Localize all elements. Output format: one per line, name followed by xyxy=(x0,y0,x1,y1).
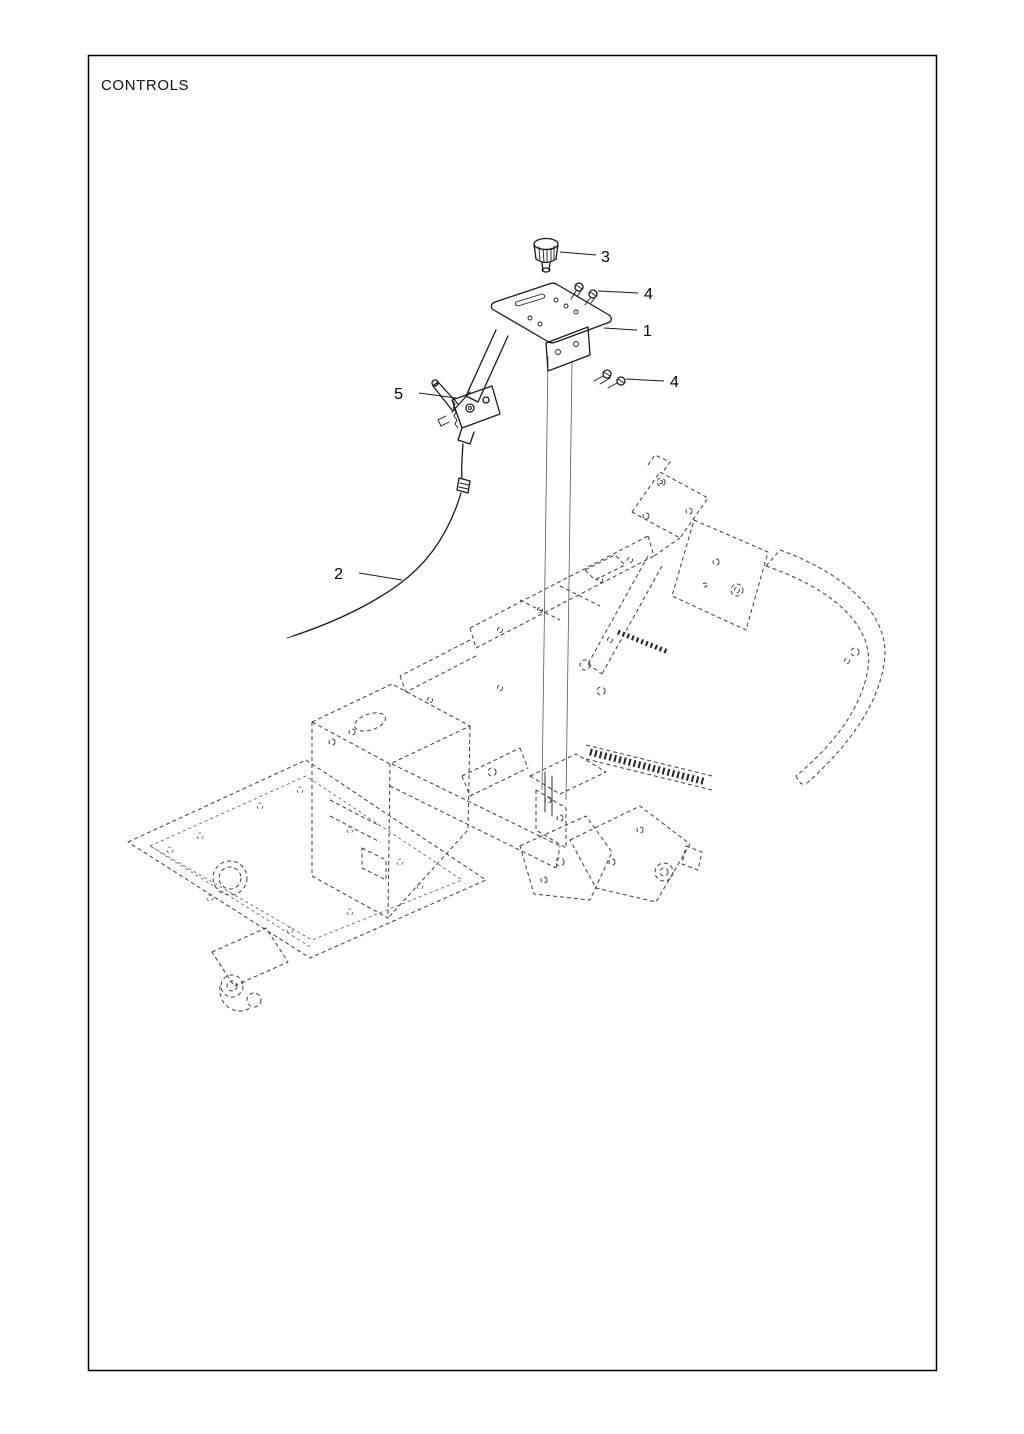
page-border xyxy=(87,54,938,1372)
leader-line-1 xyxy=(603,327,638,331)
console-rails xyxy=(399,535,681,696)
callout-label-4-upper: 4 xyxy=(644,286,653,303)
leader-line-4-lower xyxy=(625,378,665,382)
rack-strip xyxy=(617,629,669,655)
right-lower-arm xyxy=(569,805,703,903)
callout-label-2: 2 xyxy=(334,566,343,583)
caster-bracket xyxy=(211,927,289,1012)
deck-plate xyxy=(127,759,487,959)
serrated-tread xyxy=(589,748,707,786)
chassis-outline-drawing xyxy=(127,454,886,1012)
body-box xyxy=(311,683,471,919)
leader-line-5 xyxy=(418,392,457,399)
lever-part-5 xyxy=(431,379,501,445)
callout-label-5: 5 xyxy=(394,386,403,403)
cable-part-2 xyxy=(286,443,471,639)
upper-subframe xyxy=(631,454,709,539)
screws-lower-part-4 xyxy=(593,369,626,389)
page-title: CONTROLS xyxy=(101,77,189,94)
callout-label-3: 3 xyxy=(601,249,610,266)
frame-beams xyxy=(389,637,713,869)
right-wing-plate xyxy=(671,519,769,631)
leader-line-4-upper xyxy=(597,290,639,294)
leader-line-3 xyxy=(559,251,597,256)
center-mount-bracket xyxy=(519,753,613,901)
projection-line-left xyxy=(541,355,549,791)
leader-line-2 xyxy=(358,572,403,581)
callout-label-1: 1 xyxy=(643,323,652,340)
projection-line-right xyxy=(565,361,573,801)
callouts: 3 4 1 4 5 2 xyxy=(334,249,679,583)
mount-plate-part-1 xyxy=(451,282,612,413)
handlebar-loop xyxy=(765,549,886,786)
screws-upper-part-4 xyxy=(570,282,598,306)
knob-part-3 xyxy=(533,237,559,273)
callout-label-4-lower: 4 xyxy=(670,374,679,391)
